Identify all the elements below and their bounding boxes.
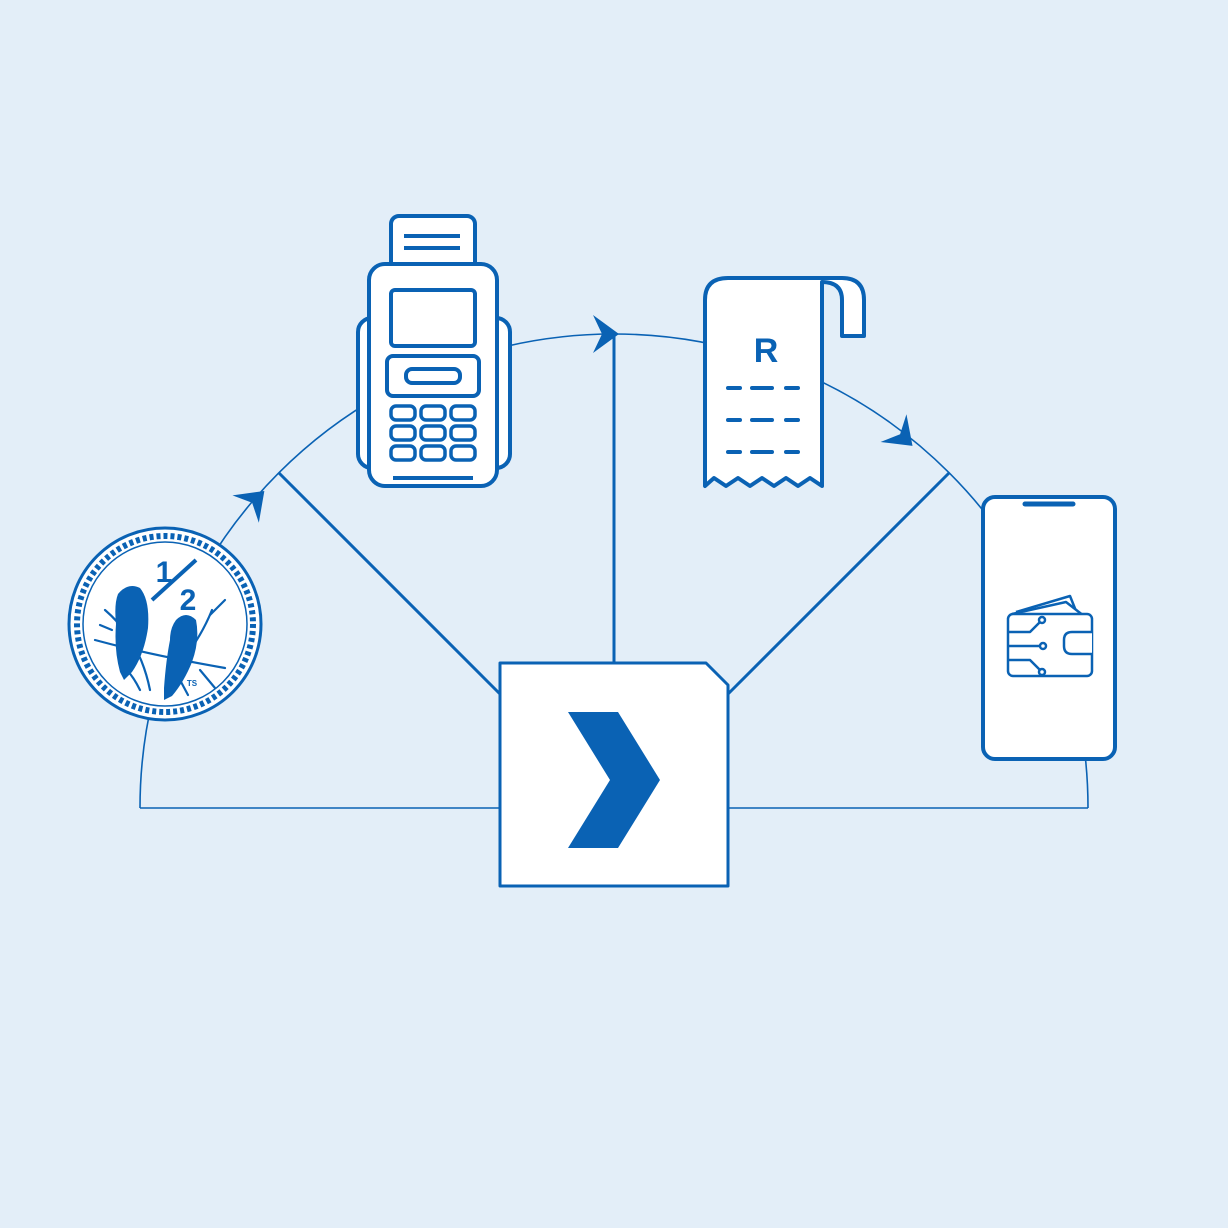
hub-card	[498, 661, 730, 888]
arrow-receipt-to-phone	[880, 414, 913, 446]
card-terminal-icon	[356, 214, 512, 488]
arrow-terminal-to-receipt	[593, 315, 619, 353]
spoke-right	[726, 471, 951, 696]
coin-fraction-bottom: 2	[180, 584, 197, 617]
receipt-icon: R	[703, 276, 866, 488]
coin-fraction-top: 1	[156, 556, 173, 589]
coin-fraction-bar	[150, 558, 198, 602]
arrow-coin-to-terminal	[232, 490, 265, 523]
phone-wallet-icon	[981, 495, 1117, 761]
coin-mark: TS	[187, 679, 198, 688]
coin-bird-left	[115, 586, 149, 680]
coin-bead-ring	[74, 533, 256, 715]
half-cent-coin-icon: 1 2 TS	[67, 526, 263, 722]
coin-bird-right	[164, 615, 198, 700]
receipt-letter: R	[754, 332, 779, 370]
wallet-icon	[1006, 594, 1094, 678]
chevron-logo-icon	[568, 712, 660, 848]
terminal-keypad	[389, 404, 477, 462]
spoke-left	[277, 471, 502, 696]
